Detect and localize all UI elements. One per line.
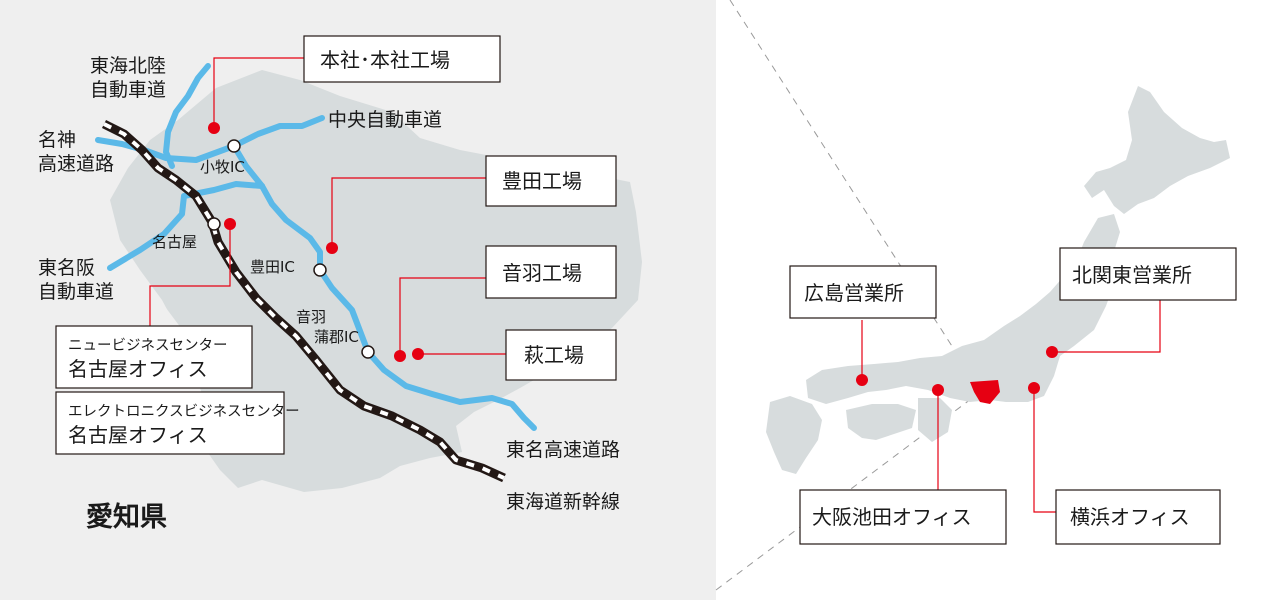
toyota-factory-marker (326, 242, 338, 254)
office-boxes (789, 247, 1237, 545)
kitakanto-box (1059, 247, 1237, 301)
yokohama-marker (1028, 382, 1040, 394)
hiroshima-marker (856, 374, 868, 386)
otowa-factory-label: 音羽工場 (502, 261, 582, 285)
higashi-meihan-expressway (107, 181, 265, 271)
meishin-label-2: 高速道路 (38, 153, 114, 175)
yokohama-label: 横浜オフィス (1070, 505, 1190, 529)
prefecture-label: 愛知県 (86, 502, 167, 533)
hagi-factory-label: 萩工場 (524, 343, 584, 367)
interchange-markers (207, 139, 375, 359)
nagoya-label: 名古屋 (152, 233, 197, 251)
kitakanto-marker (1046, 346, 1058, 358)
shinkansen-label: 東海道新幹線 (506, 491, 620, 513)
tokai-hokuriku-expressway (163, 63, 211, 169)
higashi-meihan-label-1: 東名阪 (38, 257, 95, 279)
tokaido-shinkansen (101, 119, 506, 483)
otowa-gamagori-ic-marker (361, 345, 375, 359)
toyota-factory-label: 豊田工場 (502, 169, 582, 193)
hiroshima-box (789, 265, 937, 319)
business-center-line2: 名古屋オフィス (68, 357, 208, 381)
kii-peninsula (918, 398, 952, 442)
hagi-factory-marker (412, 348, 424, 360)
nagoya-office-marker (224, 218, 236, 230)
business-center-box (55, 325, 253, 389)
osaka-ikeda-marker (932, 384, 944, 396)
hiroshima-label: 広島営業所 (804, 281, 904, 305)
chuo-expressway (231, 115, 325, 149)
office-leader-lines (861, 300, 1161, 513)
electronics-center-box (55, 391, 285, 455)
honsha-marker (208, 122, 220, 134)
electronics-center-line1: エレクトロニクスビジネスセンター (68, 403, 300, 420)
japan-map (766, 86, 1230, 474)
otowa-factory-marker (394, 350, 406, 362)
honshu (806, 214, 1120, 404)
office-markers (856, 346, 1058, 396)
tomei-label: 東名高速道路 (506, 439, 620, 461)
electronics-center-line2: 名古屋オフィス (68, 423, 208, 447)
otowa-factory-box (485, 245, 617, 299)
tokai-hokuriku-label-2: 自動車道 (90, 79, 166, 101)
osaka-ikeda-box (799, 489, 1007, 545)
komaki-ic-label: 小牧IC (200, 158, 245, 176)
facility-boxes (55, 35, 617, 455)
honsha-box (303, 35, 501, 83)
toyota-ic-marker (313, 263, 327, 277)
yokohama-box (1055, 489, 1221, 545)
kitakanto-label: 北関東営業所 (1072, 263, 1192, 287)
aichi-highlight (970, 380, 1000, 404)
tokai-hokuriku-label-1: 東海北陸 (90, 55, 166, 77)
komaki-ic-marker (227, 139, 241, 153)
hokkaido (1084, 86, 1230, 214)
facility-markers (208, 122, 424, 362)
higashi-meihan-label-2: 自動車道 (38, 281, 114, 303)
otowa-label: 音羽 (296, 308, 326, 326)
shikoku (846, 404, 916, 440)
hagi-factory-box (505, 329, 617, 381)
toyota-factory-box (485, 155, 617, 207)
facility-leader-lines (149, 57, 506, 356)
gamagori-ic-label: 蒲郡IC (314, 328, 359, 346)
honsha-label: 本社･本社工場 (320, 48, 450, 72)
meishin-expressway (95, 137, 237, 163)
kyushu (766, 396, 822, 474)
meishin-label-1: 名神 (38, 129, 76, 151)
chuo-label: 中央自動車道 (328, 109, 442, 131)
connector-expressway (231, 143, 265, 189)
osaka-ikeda-label: 大阪池田オフィス (812, 505, 972, 529)
nagoya-station-marker (207, 217, 221, 231)
toyota-ic-label: 豊田IC (250, 258, 295, 276)
business-center-line1: ニュービジネスセンター (68, 337, 228, 354)
